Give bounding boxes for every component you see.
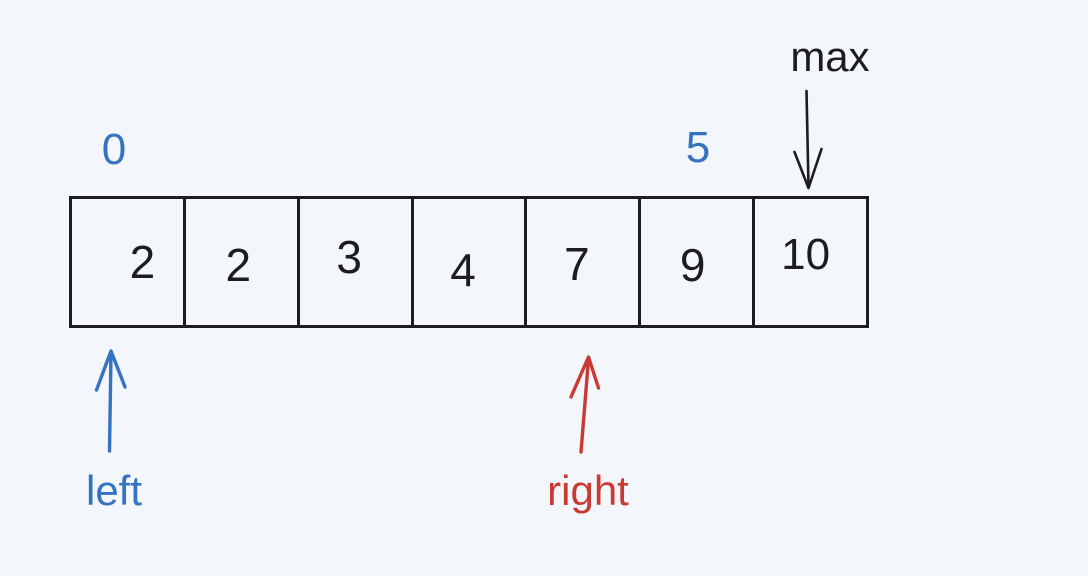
- array: 2 2 3 4 7 9 10: [69, 196, 869, 328]
- index-label-start: 0: [101, 125, 127, 174]
- index-label-end: 5: [685, 123, 711, 172]
- right-pointer-arrow-up-icon: [569, 355, 601, 454]
- array-cell-3: 4: [414, 199, 528, 325]
- max-label: max: [790, 33, 870, 80]
- left-pointer-arrow-up-icon: [94, 349, 127, 453]
- array-cell-2: 3: [300, 199, 414, 325]
- array-cell-6: 10: [781, 230, 831, 279]
- array-cell-4: 7: [527, 199, 642, 325]
- left-pointer-label: left: [85, 467, 143, 514]
- right-pointer-label: right: [547, 467, 629, 514]
- array-cell-1: 2: [186, 199, 300, 325]
- max-arrow-down-icon: [793, 89, 823, 190]
- array-cell-5: 9: [641, 199, 756, 325]
- array-cell-0: 2: [72, 199, 186, 325]
